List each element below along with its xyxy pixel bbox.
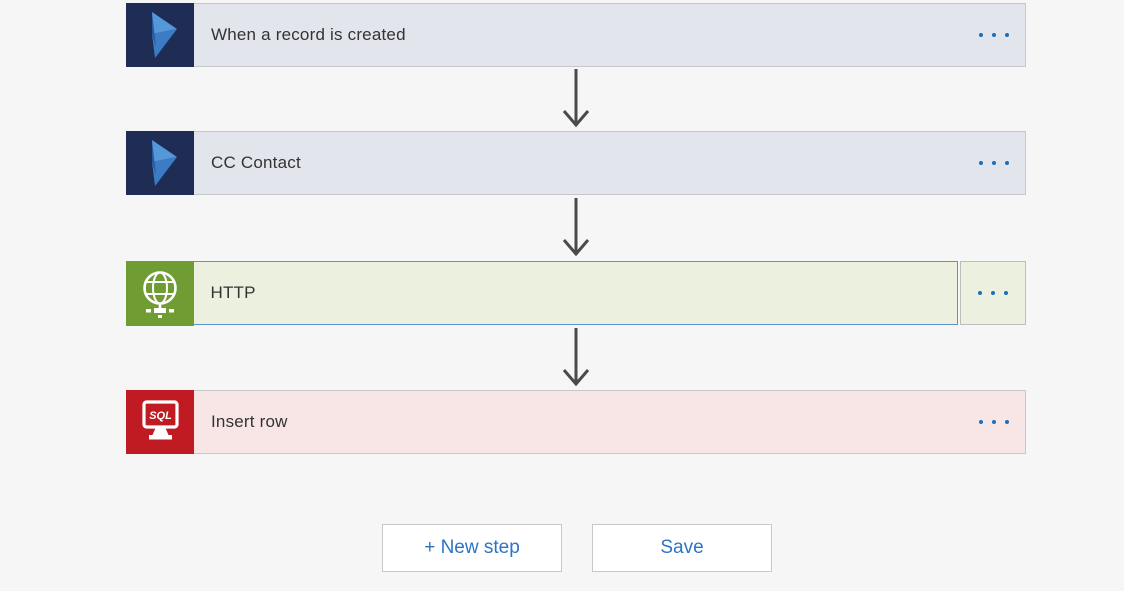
step-card-http[interactable]: HTTP	[125, 260, 958, 326]
connector-arrow-icon	[562, 69, 590, 128]
step-card-cc-contact[interactable]: CC Contact	[126, 131, 1026, 195]
dynamics365-icon	[126, 131, 194, 195]
step-row-http: HTTP	[125, 260, 1026, 326]
step-card-when-a-record-is-created[interactable]: When a record is created	[126, 3, 1026, 67]
ellipsis-icon	[979, 161, 1009, 165]
step-menu-button[interactable]	[960, 261, 1026, 325]
svg-text:SQL: SQL	[149, 410, 172, 422]
step-menu-button[interactable]	[963, 391, 1025, 453]
http-globe-icon	[125, 260, 194, 326]
ellipsis-icon	[979, 33, 1009, 37]
dynamics365-icon	[126, 3, 194, 67]
step-row-cc-contact: CC Contact	[126, 131, 1026, 195]
ellipsis-icon	[979, 420, 1009, 424]
connector-arrow-icon	[562, 198, 590, 257]
save-button[interactable]: Save	[592, 524, 772, 572]
step-title: CC Contact	[211, 153, 301, 172]
step-row-insert-row: SQL Insert row	[126, 390, 1026, 454]
ellipsis-icon	[978, 291, 1008, 295]
step-menu-button[interactable]	[963, 132, 1025, 194]
step-card-insert-row[interactable]: SQL Insert row	[126, 390, 1026, 454]
step-title: When a record is created	[211, 25, 406, 44]
step-menu-button[interactable]	[963, 4, 1025, 66]
sql-server-icon: SQL	[126, 390, 194, 454]
step-title: HTTP	[210, 283, 256, 302]
step-title: Insert row	[211, 412, 288, 431]
connector-arrow-icon	[562, 328, 590, 387]
step-row-trigger: When a record is created	[126, 3, 1026, 67]
new-step-button[interactable]: + New step	[382, 524, 562, 572]
